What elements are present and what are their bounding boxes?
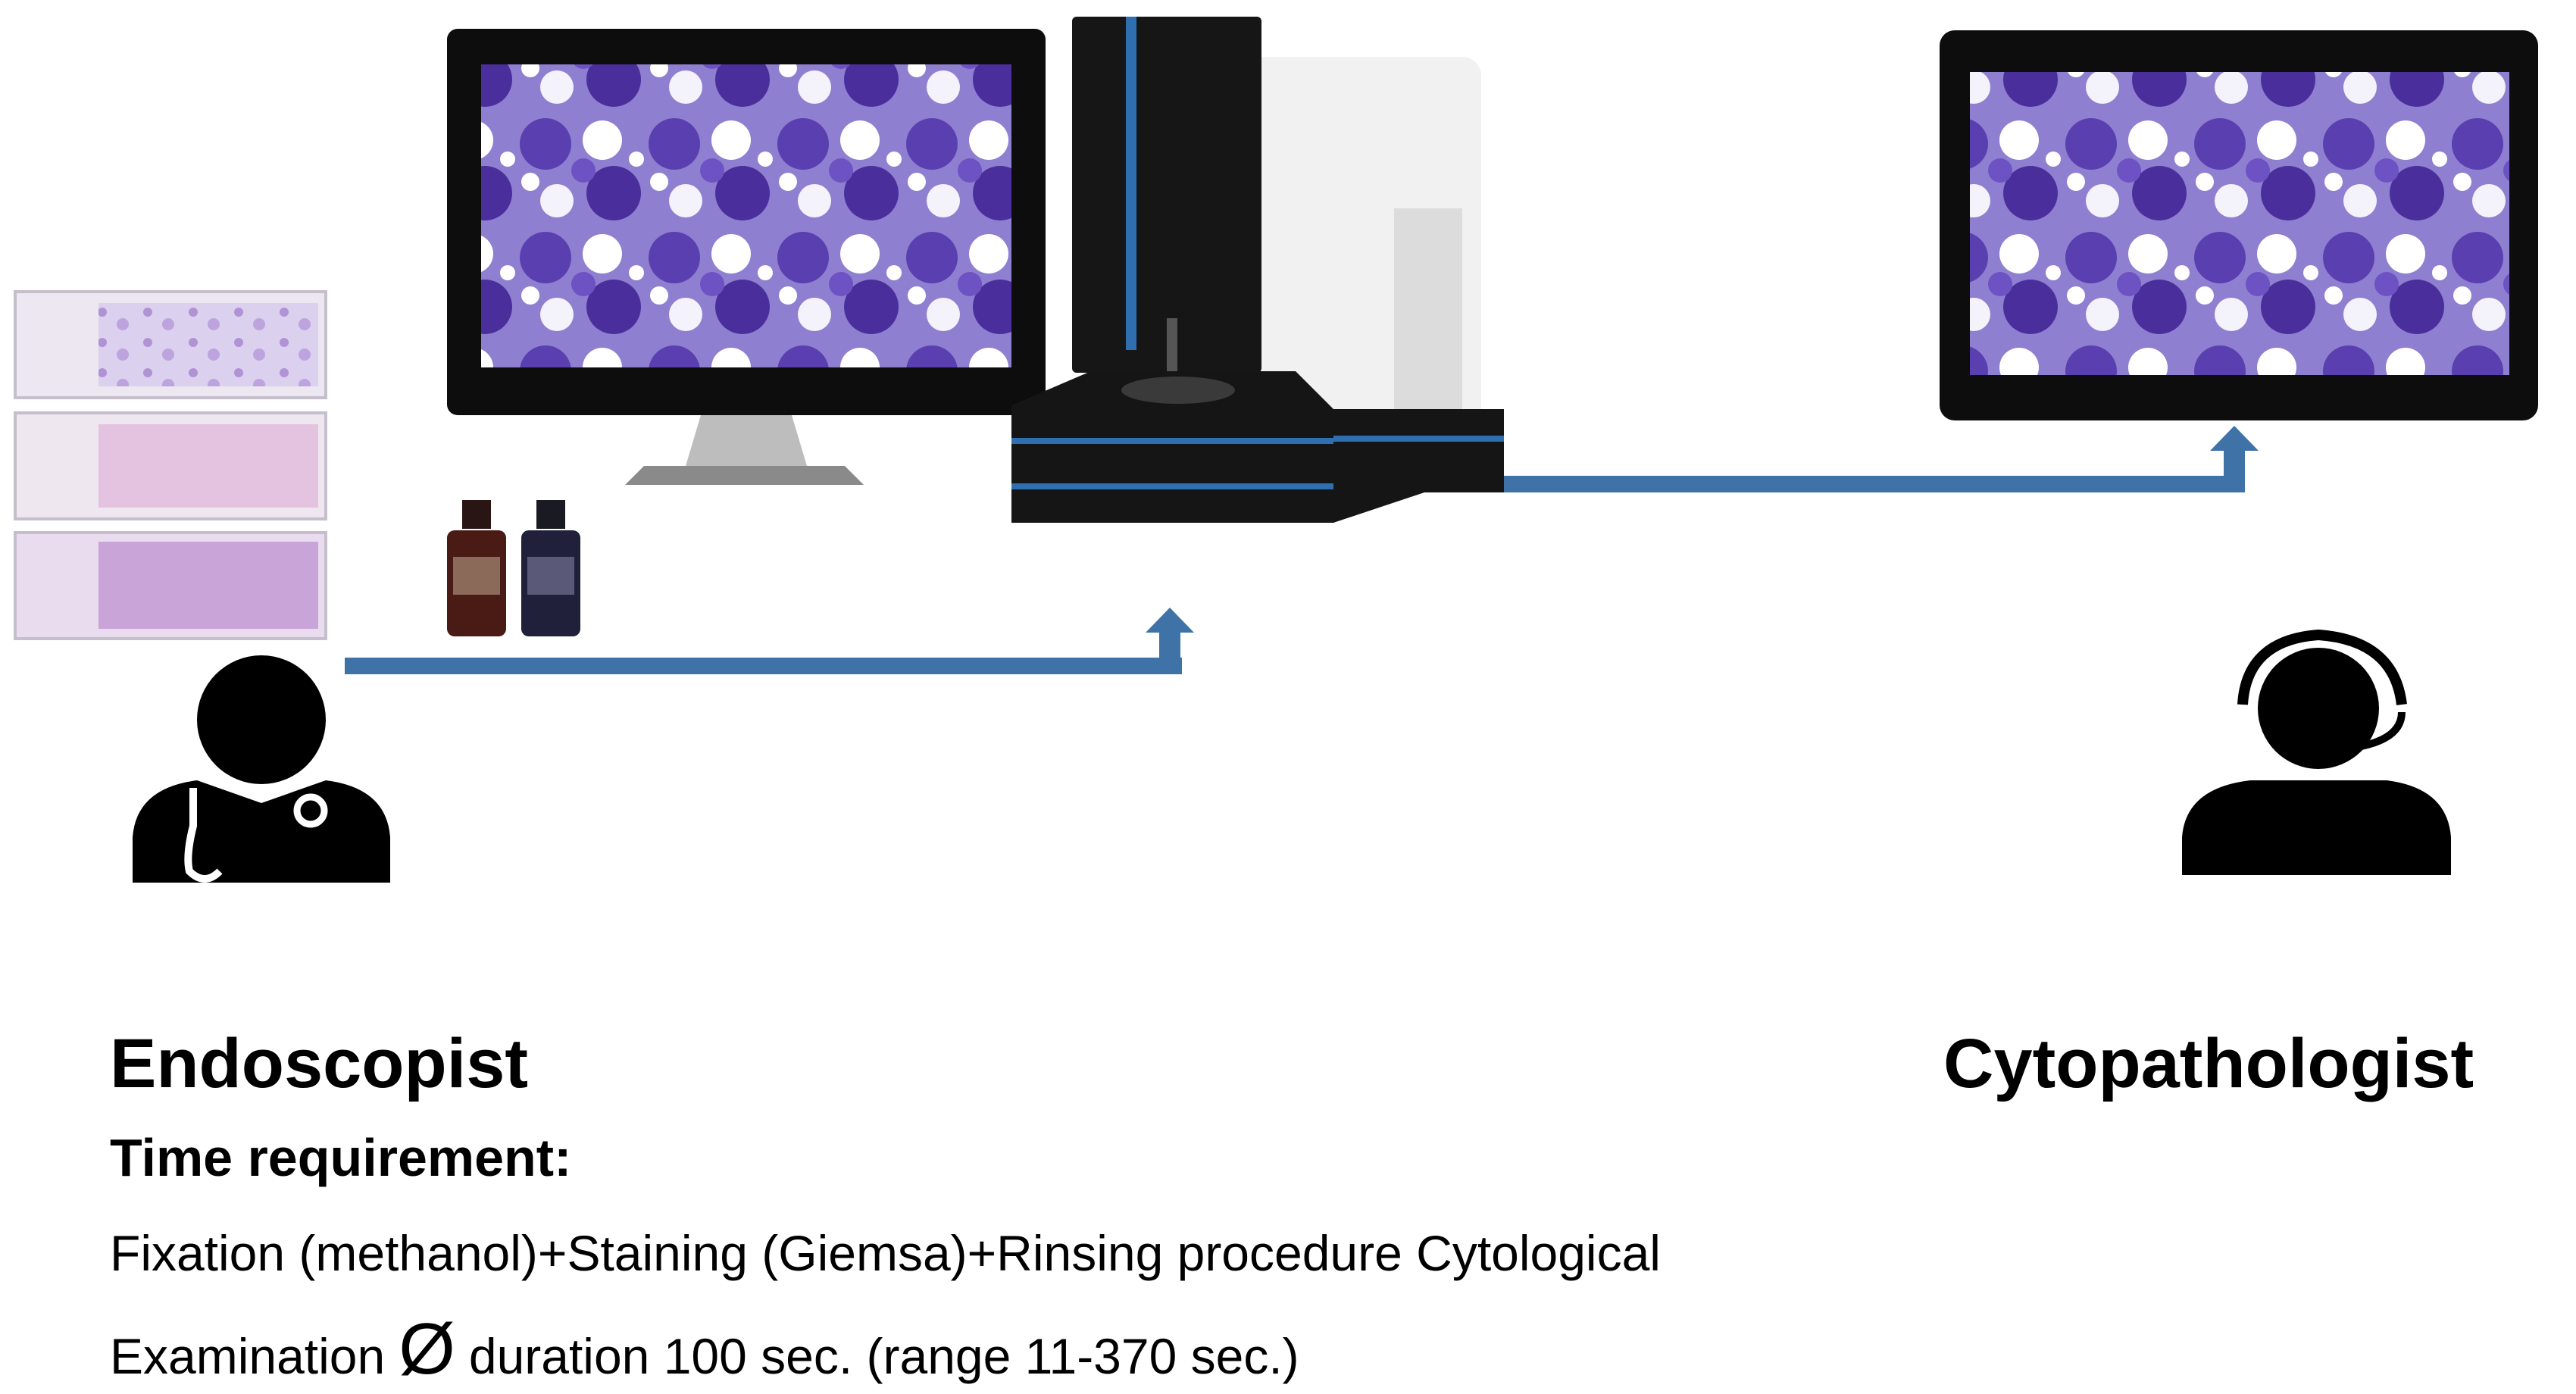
desktop-monitor [447, 29, 1046, 485]
slide-scanner [1011, 17, 1504, 523]
duration-line: Examination Ø duration 100 sec. (range 1… [110, 1313, 1299, 1386]
microscope-slides [14, 290, 327, 640]
average-symbol: Ø [399, 1308, 455, 1389]
giemsa-bottle [521, 500, 580, 636]
procedure-line: Fixation (methanol)+Staining (Giemsa)+Ri… [110, 1225, 1661, 1281]
endoscopist-label: Endoscopist [110, 1025, 529, 1102]
remote-monitor [1940, 30, 2538, 420]
examination-label: Examination [110, 1328, 386, 1384]
cytopathologist-icon [2182, 629, 2451, 875]
arrow-to-remote-monitor [1504, 426, 2259, 492]
time-requirement-heading: Time requirement: [110, 1128, 572, 1187]
methanol-bottle [447, 500, 506, 636]
cytopathologist-label: Cytopathologist [1943, 1025, 2474, 1102]
duration-value: duration 100 sec. (range 11-370 sec.) [468, 1328, 1299, 1384]
reagent-bottles [447, 500, 580, 636]
endoscopist-icon [133, 655, 390, 883]
arrow-to-scanner [345, 608, 1194, 674]
